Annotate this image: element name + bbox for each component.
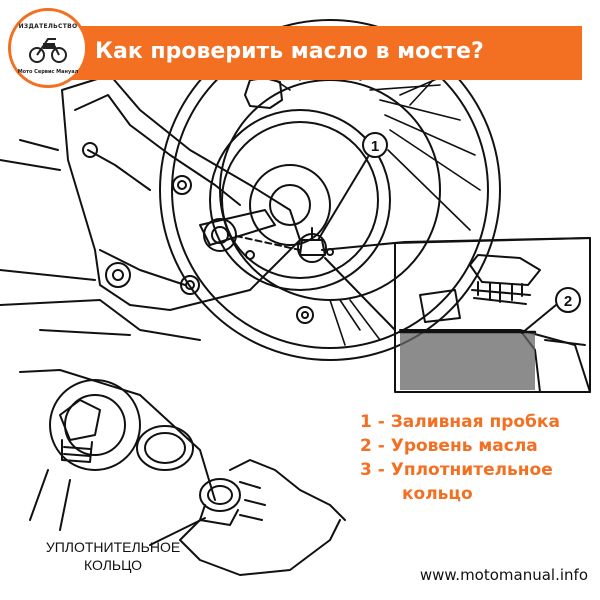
legend-item-3: 3 - Уплотнительное [360,460,553,480]
website-url: www.motomanual.info [419,566,588,584]
callout-1-label: 1 [371,138,379,155]
swing-arm [61,74,301,311]
filler-plug [297,227,327,263]
legend-item-2: 2 - Уровень масла [360,436,538,456]
seal-label-line2: КОЛЬЦО [83,557,143,573]
seal-label-line1: УПЛОТНИТЕЛЬНОЕ [45,539,181,555]
publisher-logo: ИЗДАТЕЛЬСТВО Мото Сервис Мануал [8,8,88,88]
logo-bottom-text: Мото Сервис Мануал [17,69,79,75]
inset-detail [394,237,591,393]
callout-1-marker [317,132,388,241]
seal-label: УПЛОТНИТЕЛЬНОЕ КОЛЬЦО [18,538,208,574]
seal-inset [19,369,346,576]
legend-item-1: 1 - Заливная пробка [360,412,560,432]
logo-top-text: ИЗДАТЕЛЬСТВО [18,23,78,30]
legend: 1 - Заливная пробка 2 - Уровень масла 3 … [360,410,560,506]
header-bar [18,26,582,80]
callout-2-label: 2 [564,293,572,310]
oil-level-fill [400,332,535,390]
legend-item-3-continued: кольцо [402,484,473,504]
callout-2-marker [521,287,581,334]
frame-lines [0,139,201,341]
page-title: Как проверить масло в мосте? [95,39,484,64]
motorcycle-icon [29,38,67,63]
